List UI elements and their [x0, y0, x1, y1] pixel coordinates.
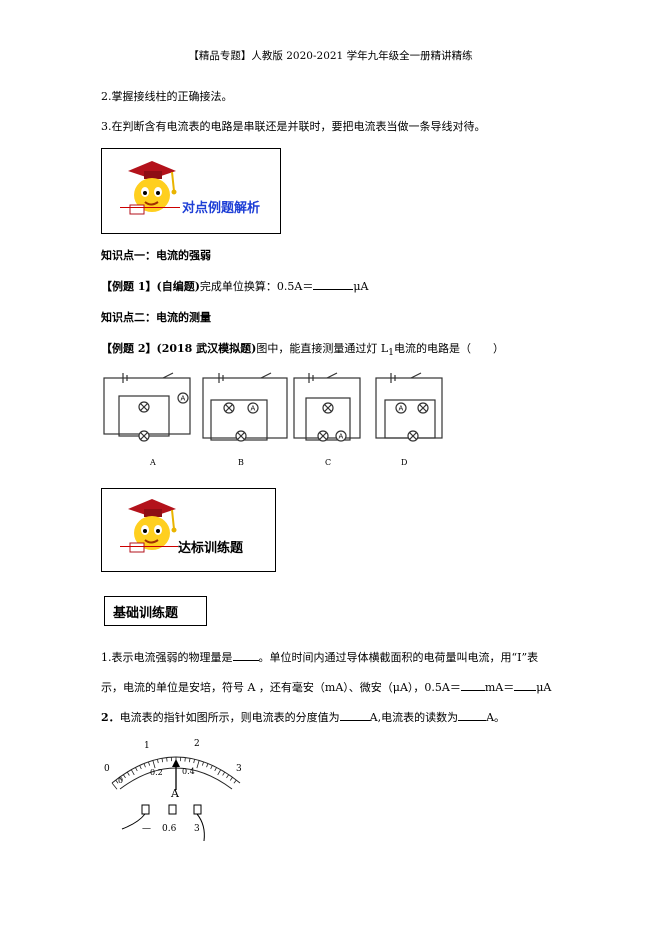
q1-text-d: mA＝	[484, 681, 515, 694]
dial-tick	[226, 774, 230, 779]
q2-number: 2．	[101, 711, 120, 724]
section-title-examples: 对点例题解析	[182, 201, 261, 216]
dial-tick	[152, 760, 156, 769]
svg-text:A: A	[339, 433, 344, 441]
mascot-graduate-icon	[128, 499, 177, 553]
example-2-subscript: 1	[388, 347, 394, 359]
circuit-label-b: B	[238, 458, 244, 467]
scale-0: 0	[104, 764, 110, 774]
dial-tick	[201, 761, 205, 766]
scale-inner-0.2: 0.2	[150, 768, 163, 777]
circuit-a: A	[103, 372, 191, 442]
terminal-3: 3	[194, 824, 200, 834]
q1-blank-1	[232, 660, 259, 661]
section-banner-examples: 对点例题解析	[101, 148, 281, 234]
example-2-text: 图中，能直接测量通过灯 L	[256, 342, 389, 355]
dial-tick	[193, 759, 196, 764]
dial-tick	[135, 767, 138, 772]
example-2: 【例题 2】(2018 武汉模拟题)图中，能直接测量通过灯 L1电流的电路是（ …	[101, 340, 504, 358]
dial-tick	[147, 761, 151, 766]
dial-tick	[222, 771, 226, 776]
mascot-graduate-icon	[128, 161, 177, 215]
ammeter-dial: 0 1 2 3 0 0.2 0.4 A — 0.6 3	[104, 739, 242, 842]
q1-text-b: 。单位时间内通过导体横截面积的电荷量叫电流，用“I”表	[258, 651, 539, 664]
ammeter-label: A	[181, 395, 186, 403]
dial-tick	[188, 758, 191, 763]
dial-tick	[214, 767, 217, 772]
dial-tick	[122, 774, 126, 779]
dial-tick	[143, 763, 146, 768]
scale-inner-0.4: 0.4	[182, 767, 195, 776]
example-2-text-b: 电流的电路是（ ）	[393, 342, 504, 355]
dial-tick	[196, 760, 200, 769]
svg-text:A: A	[251, 405, 256, 413]
circuit-label-d: D	[401, 458, 408, 467]
basic-training-box: 基础训练题	[104, 596, 207, 626]
example-1-tag: 【例题 1】	[101, 280, 157, 293]
question-1-line-1: 1.表示电流强弱的物理量是 。单位时间内通过导体横截面积的电荷量叫电流，用“I”表	[101, 649, 538, 665]
scale-1: 1	[144, 741, 150, 751]
dial-tick	[161, 758, 164, 763]
dial-tick	[119, 777, 123, 781]
example-1-unit: μA	[353, 280, 369, 293]
circuit-d: A	[375, 372, 443, 442]
q1-blank-2	[460, 690, 485, 691]
section-title-training: 达标训练题	[178, 541, 244, 556]
scale-3: 3	[236, 764, 242, 774]
example-1-source: (自编题)	[156, 280, 200, 293]
terminal-neg: —	[142, 824, 151, 834]
dial-tick	[130, 769, 135, 776]
meter-symbol: A	[170, 787, 180, 800]
example-2-source: (2018 武汉模拟题)	[156, 342, 257, 355]
q1-blank-3	[514, 690, 537, 691]
dial-tick	[210, 765, 213, 770]
circuit-diagrams: A A A A	[103, 372, 443, 442]
q1-text-a: 1.表示电流强弱的物理量是	[101, 651, 233, 664]
dial-tick	[111, 782, 118, 790]
dial-tick	[217, 769, 222, 776]
banner-underline	[120, 546, 178, 547]
circuit-label-c: C	[325, 458, 332, 467]
knowledge-point-2: 知识点二：电流的测量	[101, 311, 211, 324]
example-1: 【例题 1】(自编题)完成单位换算：0.5A＝ μA	[101, 278, 368, 294]
objective-2: 2.掌握接线柱的正确接法。	[101, 90, 233, 103]
q2-text-c: A。	[486, 711, 506, 724]
dial-tick	[229, 777, 233, 781]
scale-2: 2	[194, 739, 200, 749]
question-2: 2．电流表的指针如图所示，则电流表的分度值为 A,电流表的读数为 A。	[101, 709, 505, 725]
q1-text-c: 示，电流的单位是安培，符号 A ，还有毫安（mA）、微安（μA），0.5A＝	[101, 681, 461, 694]
terminal-0.6: 0.6	[162, 824, 177, 834]
page-header: 【精品专题】人教版 2020-2021 学年九年级全一册精讲精练	[188, 50, 473, 62]
banner-underline	[120, 207, 180, 208]
example-1-text: 完成单位换算：0.5A＝	[199, 280, 314, 293]
objective-3: 3.在判断含有电流表的电路是串联还是并联时，要把电流表当做一条导线对待。	[101, 120, 486, 133]
scale-inner-0: 0	[118, 776, 123, 785]
dial-tick	[206, 763, 209, 768]
example-2-tag: 【例题 2】	[101, 342, 157, 355]
circuit-b: A	[202, 372, 288, 442]
basic-training-title: 基础训练题	[113, 606, 179, 621]
dial-tick	[126, 771, 130, 776]
q2-blank-2	[458, 720, 487, 721]
circuit-label-a: A	[150, 458, 156, 467]
q2-text-a: 电流表的指针如图所示，则电流表的分度值为	[119, 711, 340, 724]
dial-tick	[233, 779, 237, 784]
q2-blank-1	[339, 720, 370, 721]
dial-tick	[139, 765, 142, 770]
example-1-blank	[313, 289, 354, 290]
svg-text:A: A	[399, 405, 404, 413]
dial-tick	[156, 759, 159, 764]
dial-tick	[115, 779, 119, 784]
circuit-c: A	[293, 372, 361, 442]
q1-text-e: μA	[536, 681, 552, 694]
knowledge-point-1: 知识点一：电流的强弱	[101, 249, 211, 262]
section-banner-training: 达标训练题	[101, 488, 276, 572]
question-1-line-2: 示，电流的单位是安培，符号 A ，还有毫安（mA）、微安（μA），0.5A＝ mA…	[101, 679, 551, 695]
q2-text-b: A,电流表的读数为	[369, 711, 459, 724]
